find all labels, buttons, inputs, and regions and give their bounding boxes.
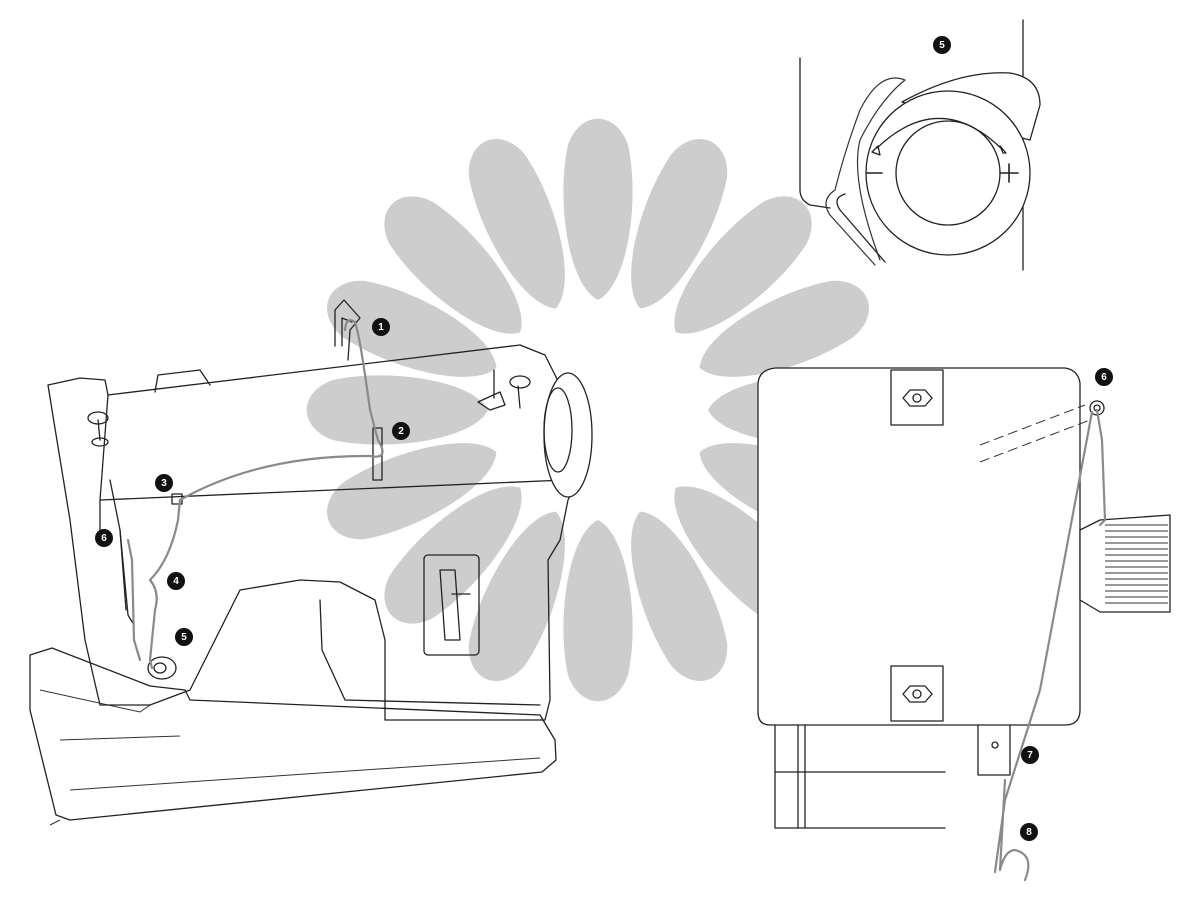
step-marker-circle [933, 36, 951, 54]
watermark-petal [563, 118, 633, 300]
step-marker-m4: 4 [167, 572, 185, 590]
handwheel-knurl [1105, 524, 1168, 604]
watermark-petal [468, 511, 565, 681]
watermark-petal [699, 280, 869, 377]
step-marker-label: 6 [1101, 372, 1107, 383]
step-marker-label: 4 [173, 576, 179, 587]
step-marker-circle [175, 628, 193, 646]
step-marker-circle [1095, 368, 1113, 386]
watermark-petal [384, 196, 522, 334]
step-marker-label: 8 [1026, 827, 1032, 838]
step-marker-circle [372, 318, 390, 336]
step-marker-circle [1021, 746, 1039, 764]
watermark-petal [563, 520, 633, 702]
step-marker-label: 1 [378, 322, 384, 333]
step-marker-label: 5 [181, 632, 187, 643]
step-marker-m5-detail: 5 [933, 36, 951, 54]
step-marker-label: 2 [398, 426, 404, 437]
step-marker-circle [392, 422, 410, 440]
step-marker-m6: 6 [95, 529, 113, 547]
watermark-petal [306, 375, 488, 445]
step-marker-label: 6 [101, 533, 107, 544]
needle-threading-detail [757, 367, 1171, 882]
watermark-petal [327, 443, 497, 540]
watermark-petal [468, 139, 565, 309]
sewing-machine-illustration [29, 299, 593, 826]
step-marker-circle [155, 474, 173, 492]
step-marker-m8-detail: 8 [1020, 823, 1038, 841]
step-marker-m3: 3 [155, 474, 173, 492]
step-marker-m7-detail: 7 [1021, 746, 1039, 764]
tension-dial-detail [799, 19, 1041, 271]
step-marker-circle [1020, 823, 1038, 841]
watermark-petal [631, 139, 728, 309]
step-marker-label: 5 [939, 40, 945, 51]
step-markers: 1 2 3 4 5 6 5 6 7 8 [95, 36, 1113, 841]
watermark-petal [674, 196, 812, 334]
step-marker-m6-detail: 6 [1095, 368, 1113, 386]
step-marker-circle [95, 529, 113, 547]
step-marker-m2: 2 [392, 422, 410, 440]
step-marker-m1: 1 [372, 318, 390, 336]
step-marker-circle [167, 572, 185, 590]
step-marker-label: 7 [1027, 750, 1033, 761]
step-marker-label: 3 [161, 478, 167, 489]
step-marker-m5: 5 [175, 628, 193, 646]
watermark-petal [631, 511, 728, 681]
